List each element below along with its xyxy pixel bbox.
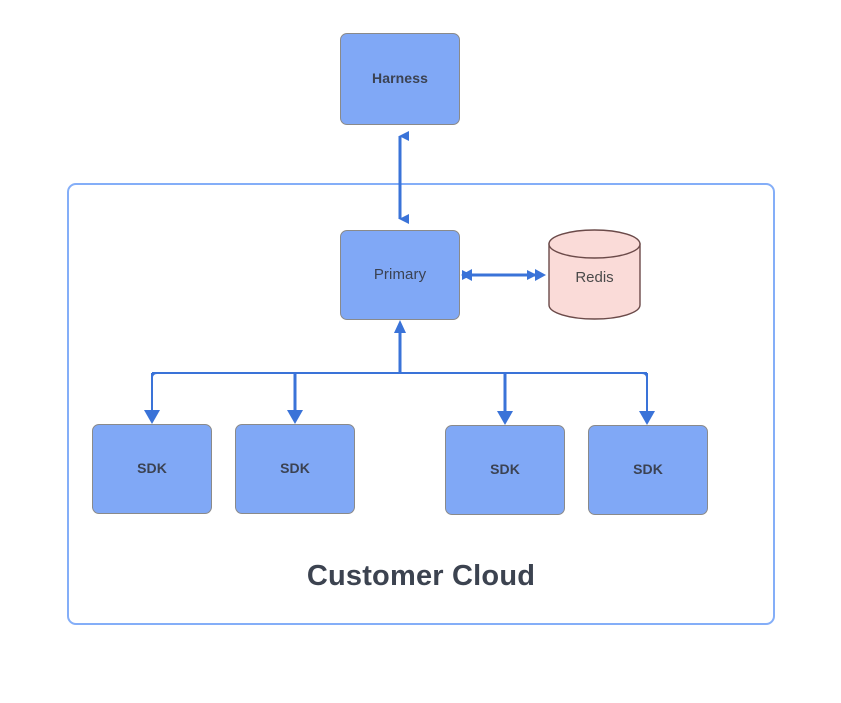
node-primary[interactable]: Primary [340,230,460,320]
node-sdk-1[interactable]: SDK [92,424,212,514]
node-sdk-3-label: SDK [490,461,520,478]
node-sdk-4-label: SDK [633,461,663,478]
node-sdk-3[interactable]: SDK [445,425,565,515]
node-sdk-2[interactable]: SDK [235,424,355,514]
customer-cloud-container [67,183,775,625]
database-cylinder-icon [548,229,641,320]
node-harness-label: Harness [372,70,428,87]
customer-cloud-title: Customer Cloud [306,560,536,592]
node-sdk-2-label: SDK [280,460,310,477]
node-primary-label: Primary [373,265,427,283]
node-harness[interactable]: Harness [340,33,460,125]
node-redis-label: Redis [575,269,614,286]
node-sdk-4[interactable]: SDK [588,425,708,515]
node-redis[interactable]: Redis [547,228,642,321]
node-sdk-1-label: SDK [137,460,167,477]
